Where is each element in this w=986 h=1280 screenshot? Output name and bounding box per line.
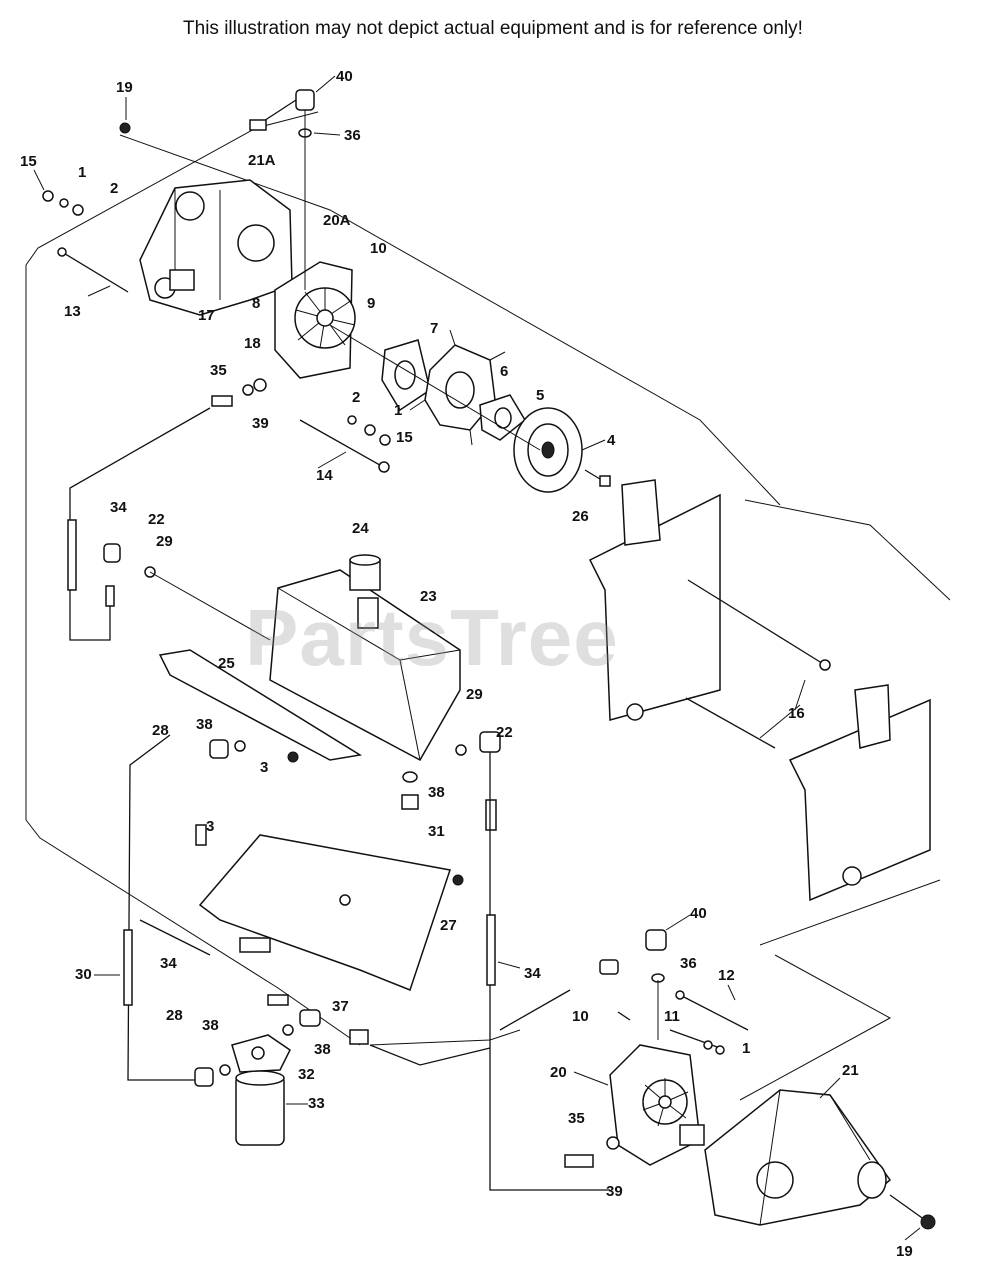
bracket-25: [158, 649, 363, 761]
pulley-4: [513, 407, 583, 493]
transmission-21: [679, 1089, 936, 1230]
callout-8: 8: [252, 295, 260, 312]
callout-15: 15: [396, 429, 413, 446]
callout-34: 34: [110, 499, 127, 516]
callout-38: 38: [196, 716, 213, 733]
callout-10: 10: [572, 1008, 589, 1025]
hydraulic-tank-23: [269, 554, 461, 762]
callout-18: 18: [244, 335, 261, 352]
bolt-3b: [195, 824, 207, 846]
callout-29: 29: [466, 686, 483, 703]
callout-9: 9: [367, 295, 375, 312]
filter-head-32: [231, 1034, 291, 1073]
callout-28: 28: [166, 1007, 183, 1024]
leader-lines: [33, 75, 921, 1241]
callout-37: 37: [332, 998, 349, 1015]
fan-6: [409, 329, 506, 446]
callout-2: 2: [352, 389, 360, 406]
fan-7: [381, 339, 431, 412]
washer-set-upper-left: [42, 122, 131, 216]
callout-6: 6: [500, 363, 508, 380]
disclaimer-text: This illustration may not depict actual …: [183, 18, 803, 39]
callout-26: 26: [572, 508, 589, 525]
callout-38: 38: [428, 784, 445, 801]
fittings-37-28-lower: [194, 994, 491, 1087]
hydro-pump-20a: [274, 261, 356, 379]
bolt-12: [675, 990, 749, 1031]
hub-5: [479, 394, 526, 441]
frame-bracket-upper-right: [588, 479, 721, 721]
callout-1: 1: [394, 402, 402, 419]
callout-1: 1: [78, 164, 86, 181]
washer-set-middle: [211, 378, 391, 446]
callout-30: 30: [75, 966, 92, 983]
callout-34: 34: [160, 955, 177, 972]
callout-28: 28: [152, 722, 169, 739]
callout-labels: 19 40 36 15 1 2 21A 20A 10 13 8 9 17 18 …: [20, 68, 913, 1260]
bolt-13: [57, 247, 129, 293]
callout-38: 38: [314, 1041, 331, 1058]
callout-34: 34: [524, 965, 541, 982]
callout-13: 13: [64, 303, 81, 320]
bolts-16: [685, 579, 831, 749]
callout-4: 4: [607, 432, 616, 449]
callout-3: 3: [260, 759, 268, 776]
callout-40: 40: [690, 905, 707, 922]
callout-19: 19: [896, 1243, 913, 1260]
callout-22: 22: [148, 511, 165, 528]
bolt-26: [584, 469, 611, 487]
callout-36: 36: [344, 127, 361, 144]
frame-bracket-lower-right: [788, 684, 931, 902]
callout-40: 40: [336, 68, 353, 85]
hose-34-right: [499, 929, 667, 1040]
callout-39: 39: [252, 415, 269, 432]
callout-1: 1: [742, 1040, 750, 1057]
fitting-40-top: [249, 89, 315, 290]
fitting-22-right: [455, 731, 610, 1191]
callout-15: 15: [20, 153, 37, 170]
callout-21a: 21A: [248, 152, 276, 169]
callout-22: 22: [496, 724, 513, 741]
callout-12: 12: [718, 967, 735, 984]
callout-7: 7: [430, 320, 438, 337]
callout-21: 21: [842, 1062, 859, 1079]
callout-20a: 20A: [323, 212, 351, 229]
callout-38: 38: [202, 1017, 219, 1034]
hydro-pump-20: [564, 1011, 725, 1168]
callout-27: 27: [440, 917, 457, 934]
callout-19: 19: [116, 79, 133, 96]
screw-3a: [287, 751, 299, 763]
hose-30-lower-left: [123, 734, 246, 1081]
callout-29: 29: [156, 533, 173, 550]
callout-39: 39: [606, 1183, 623, 1200]
callout-36: 36: [680, 955, 697, 972]
transmission-21a: [139, 179, 293, 316]
callout-35: 35: [568, 1110, 585, 1127]
oil-filter-33: [235, 1070, 285, 1146]
screw-27: [452, 874, 464, 886]
callout-23: 23: [420, 588, 437, 605]
callout-5: 5: [536, 387, 544, 404]
callout-35: 35: [210, 362, 227, 379]
mount-plate: [198, 834, 451, 991]
callout-20: 20: [550, 1064, 567, 1081]
callout-33: 33: [308, 1095, 325, 1112]
callout-2: 2: [110, 180, 118, 197]
callout-11: 11: [664, 1008, 680, 1025]
callout-32: 32: [298, 1066, 315, 1083]
assembly-outline: [25, 111, 951, 1101]
hose-34-left: [67, 407, 271, 641]
callout-10: 10: [370, 240, 387, 257]
drain-fitting-31: [401, 771, 419, 810]
callout-25: 25: [218, 655, 235, 672]
callout-14: 14: [316, 467, 333, 484]
callout-16: 16: [788, 705, 805, 722]
callout-31: 31: [428, 823, 445, 840]
callout-17: 17: [198, 307, 215, 324]
callout-24: 24: [352, 520, 369, 537]
bolt-14: [299, 419, 390, 473]
callout-3: 3: [206, 818, 214, 835]
